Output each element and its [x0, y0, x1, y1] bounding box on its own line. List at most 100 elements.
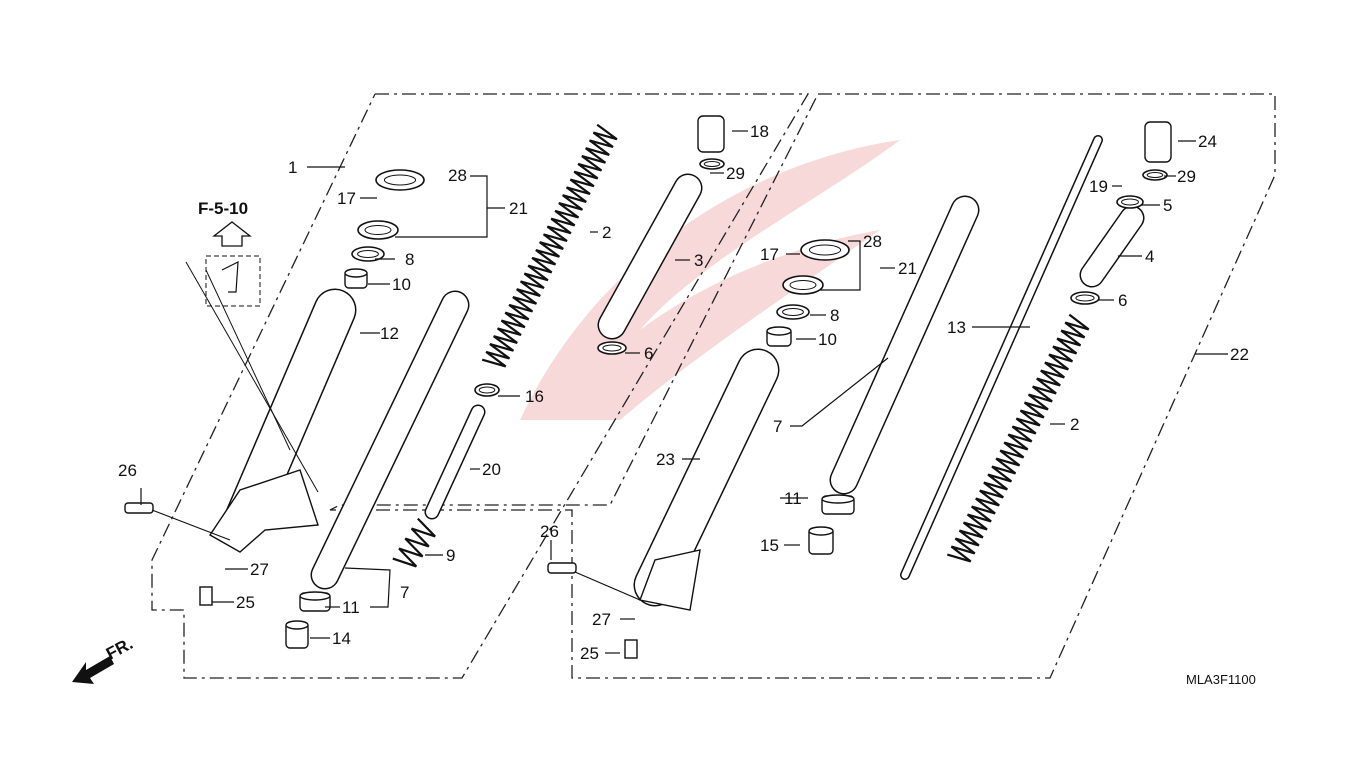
ring-8-left — [351, 246, 385, 262]
callout-12: 12 — [380, 324, 399, 343]
washer-6-right — [1070, 291, 1100, 305]
callout-1: 1 — [288, 158, 297, 177]
bolt-25-left — [199, 586, 213, 606]
ring-8-right-inner — [782, 308, 804, 316]
callout-26: 26 — [540, 522, 559, 541]
callout-27: 27 — [592, 610, 611, 629]
callout-20: 20 — [482, 460, 501, 479]
callout-7: 7 — [773, 417, 782, 436]
seal-21-left-inner — [364, 225, 392, 235]
washer-6-right-inner — [1075, 294, 1095, 302]
ring-5 — [1116, 195, 1144, 209]
leader-line — [344, 567, 391, 608]
oil-seal-28-left — [375, 169, 425, 191]
oil-seal-28-right-inner — [808, 244, 842, 256]
callout-27: 27 — [250, 560, 269, 579]
seal-21-right — [782, 275, 824, 295]
washer-29-right — [1142, 169, 1168, 181]
callout-17: 17 — [337, 189, 356, 208]
axle-holder-left — [209, 469, 319, 553]
cap-bolt-24 — [1144, 121, 1172, 163]
callout-16: 16 — [525, 387, 544, 406]
callout-29: 29 — [1177, 167, 1196, 186]
callout-25: 25 — [236, 593, 255, 612]
callout-29: 29 — [726, 164, 745, 183]
fork-spring-2-left — [481, 123, 618, 368]
callout-24: 24 — [1198, 132, 1217, 151]
callout-28: 28 — [448, 166, 467, 185]
callout-8: 8 — [830, 306, 839, 325]
washer-6-left-inner — [602, 344, 622, 352]
callout-15: 15 — [760, 536, 779, 555]
callout-10: 10 — [818, 330, 837, 349]
callout-6: 6 — [644, 344, 653, 363]
leader-line — [395, 175, 488, 238]
leader-line — [140, 488, 231, 541]
callout-8: 8 — [405, 250, 414, 269]
oil-seal-28-right — [800, 239, 850, 261]
callout-25: 25 — [580, 644, 599, 663]
washer-29-right-inner — [1146, 172, 1164, 178]
oil-seal-28-left-inner — [383, 174, 417, 186]
front-direction-arrow-icon — [72, 656, 114, 684]
axle-holder-right — [639, 549, 701, 611]
callout-19: 19 — [1089, 177, 1108, 196]
right-assembly-outline — [329, 93, 1276, 679]
ring-8-left-inner — [357, 250, 379, 258]
callout-9: 9 — [446, 546, 455, 565]
inner-tube-7-right-fill — [831, 197, 978, 493]
reference-arrow-icon — [185, 221, 319, 493]
callout-17: 17 — [760, 245, 779, 264]
clip-16 — [474, 383, 500, 397]
callout-23: 23 — [656, 450, 675, 469]
washer-29-left — [699, 158, 725, 170]
washer-29-left-inner — [703, 161, 721, 167]
callout-7: 7 — [400, 583, 409, 602]
cap-bolt-18 — [697, 115, 725, 153]
callout-10: 10 — [392, 275, 411, 294]
bushing-14-top — [285, 620, 309, 630]
outer-tube-23-fill — [635, 350, 778, 605]
leader-line — [550, 540, 641, 601]
callout-14: 14 — [332, 629, 351, 648]
ring-8-right — [776, 304, 810, 320]
ring-5-inner — [1121, 198, 1139, 206]
seal-21-right-inner — [789, 280, 817, 290]
callout-11: 11 — [784, 489, 802, 508]
callout-13: 13 — [947, 318, 966, 337]
spacer-4-fill — [1081, 207, 1143, 286]
bushing-15-top — [808, 526, 834, 536]
leader-line — [820, 240, 861, 291]
diagram-code: MLA3F1100 — [1186, 672, 1256, 687]
callout-28: 28 — [863, 232, 882, 251]
reference-label: F-5-10 — [198, 199, 248, 218]
callout-4: 4 — [1145, 247, 1154, 266]
bushing-11-right-top — [821, 494, 855, 504]
bushing-11-left-top — [299, 591, 331, 601]
callout-3: 3 — [694, 251, 703, 270]
callout-21: 21 — [898, 259, 917, 278]
parts — [124, 115, 1228, 659]
clip-16-inner — [478, 386, 496, 394]
bushing-10-right-top — [766, 326, 792, 336]
callout-26: 26 — [118, 461, 137, 480]
spring-9 — [392, 517, 436, 568]
callout-2: 2 — [1070, 415, 1079, 434]
seal-21-left — [357, 220, 399, 240]
bolt-26-left — [124, 502, 154, 514]
bolt-25-right — [624, 639, 638, 659]
inner-tube-3-fill — [599, 175, 701, 338]
callout-21: 21 — [509, 199, 528, 218]
callout-11: 11 — [342, 598, 360, 617]
bolt-26-right — [547, 562, 577, 574]
bushing-10-left-top — [344, 268, 368, 278]
damper-20-fill — [426, 406, 484, 518]
inner-tube-7-left-fill — [312, 292, 468, 588]
callout-6: 6 — [1118, 291, 1127, 310]
left-assembly-outline — [151, 93, 810, 679]
fork-spring-2-right — [946, 313, 1090, 563]
callout-18: 18 — [750, 122, 769, 141]
washer-6-left — [597, 341, 627, 355]
